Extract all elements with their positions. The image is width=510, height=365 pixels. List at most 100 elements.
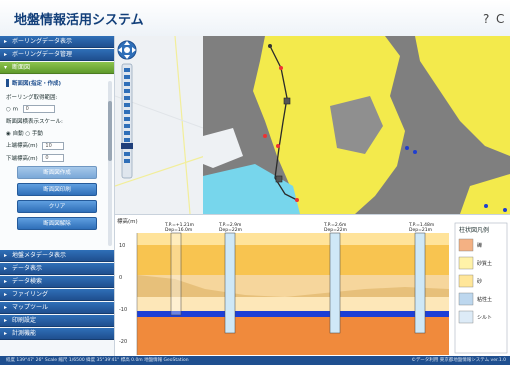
zoom-handle — [121, 143, 133, 149]
cross-section-canvas: 標高(m) 10 0 -10 -20 T.P.=+1.21m Dep=16.0m — [117, 217, 508, 355]
print-section-button[interactable]: 断面図印刷 — [17, 183, 97, 196]
boring-point[interactable] — [413, 150, 417, 154]
section-vertex[interactable] — [275, 175, 283, 183]
scrollbar-thumb[interactable] — [108, 101, 112, 161]
boring-range-input[interactable]: 0 — [22, 105, 55, 113]
cross-section-view: 標高(m) 10 0 -10 -20 T.P.=+1.21m Dep=16.0m — [115, 214, 510, 356]
refresh-icon[interactable]: C — [496, 12, 505, 26]
sidebar-item-boring-manage[interactable]: ▸ ボーリングデータ管理 — [0, 49, 114, 61]
boring-point[interactable] — [503, 208, 507, 212]
legend-title: 柱状図凡例 — [459, 226, 489, 234]
panel-section-title: 断面図(指定・作成) — [6, 79, 108, 87]
geology-blank-patch — [203, 128, 243, 168]
boring-range-unit: m — [12, 106, 18, 113]
release-section-button[interactable]: 断面図解除 — [17, 217, 97, 230]
chevron-right-icon: ▸ — [4, 265, 8, 272]
sidebar-item-filing[interactable]: ▸ファイリング — [0, 289, 114, 301]
lower-elevation-row: 下端標高(m) 0 — [6, 154, 108, 162]
map-canvas[interactable] — [115, 36, 510, 214]
sidebar-item-label: 地盤メタデータ表示 — [12, 252, 67, 259]
radio-selected-icon[interactable]: ◉ — [6, 131, 11, 137]
borehole-depth: Dep=22m — [324, 227, 347, 233]
geology-sand-layer-south — [460, 174, 510, 214]
status-right: ©データ利用 東京都地盤情報システム ver.1.0 — [411, 358, 506, 363]
geology-sand-layer — [253, 36, 405, 214]
section-vertex[interactable] — [283, 97, 291, 105]
legend-swatch — [458, 310, 474, 324]
boring-range-row: ○ m 0 — [6, 105, 108, 113]
sidebar-item-label: 印刷設定 — [12, 317, 37, 324]
help-icon[interactable]: ? — [483, 12, 490, 26]
legend-label: 砂 — [477, 278, 482, 285]
pan-control[interactable] — [117, 40, 137, 60]
stratum-clay — [137, 275, 449, 297]
scale-row: ◉ 自動 ○ 手動 — [6, 129, 108, 137]
map-view[interactable] — [115, 36, 510, 214]
borehole-column[interactable]: T.P.=2.6m Dep=22m — [323, 222, 347, 334]
legend: 柱状図凡例 礫 砂質土 砂 粘性土 シルト — [454, 222, 508, 354]
road — [174, 36, 191, 214]
chevron-right-icon: ▸ — [4, 330, 8, 337]
sidebar-item-measure[interactable]: ▸ 計測機能 — [0, 328, 114, 340]
chevron-right-icon: ▸ — [4, 317, 8, 324]
stratum-light — [137, 297, 449, 311]
radio-icon[interactable]: ○ — [6, 106, 11, 113]
cross-section-panel: 断面図(指定・作成) ボーリング取得範囲: ○ m 0 断面図横表示スケール: … — [0, 75, 114, 250]
borehole-label: T.P.=+1.21m — [164, 222, 194, 228]
sidebar-item-label: ファイリング — [12, 291, 49, 298]
boring-point[interactable] — [484, 204, 488, 208]
scale-manual-label: 手動 — [31, 131, 43, 137]
zoom-slider[interactable] — [121, 63, 133, 179]
sidebar-item-cross-section[interactable]: ▾断面図 — [0, 62, 114, 74]
y-tick-label: -20 — [119, 339, 127, 345]
sidebar-item-map-tools[interactable]: ▸マップツール — [0, 302, 114, 314]
y-tick-label: 10 — [119, 243, 125, 249]
clear-button[interactable]: クリア — [17, 200, 97, 213]
sidebar-item-boring-display[interactable]: ▸ボーリングデータ表示 — [0, 36, 114, 48]
sidebar-item-label: 計測機能 — [12, 330, 37, 337]
y-axis: 10 0 -10 -20 — [119, 233, 138, 355]
legend-swatch — [458, 256, 474, 270]
y-axis-label: 標高(m) — [117, 217, 138, 225]
boring-point[interactable] — [279, 66, 283, 70]
boring-point[interactable] — [263, 134, 267, 138]
create-section-button[interactable]: 断面図作成 — [17, 166, 97, 179]
upper-elevation-input[interactable]: 10 — [42, 141, 65, 150]
boring-point[interactable] — [268, 44, 272, 48]
stratum-sandy-soil — [137, 245, 449, 275]
upper-elevation-row: 上端標高(m) 10 — [6, 141, 108, 150]
boring-point[interactable] — [295, 198, 299, 202]
header-bar: 地盤情報活用システム ? C — [0, 0, 510, 36]
borehole-depth: Dep=21m — [409, 227, 432, 233]
sidebar-item-label: データ検索 — [12, 278, 43, 285]
lower-elevation-label: 下端標高(m) — [6, 155, 38, 162]
borehole-column[interactable]: T.P.=+1.21m Dep=16.0m — [164, 222, 194, 316]
legend-swatch — [458, 238, 474, 252]
sidebar-item-label: ボーリングデータ表示 — [12, 38, 73, 45]
sidebar-item-label: ボーリングデータ管理 — [12, 51, 73, 58]
sidebar-item-data-display[interactable]: ▸データ表示 — [0, 263, 114, 275]
sidebar-item-print-settings[interactable]: ▸ 印刷設定 — [0, 315, 114, 327]
section-line — [269, 45, 298, 201]
y-tick-label: -10 — [119, 307, 127, 313]
borehole-label: T.P.=2.9m — [218, 222, 241, 228]
borehole-label: T.P.=1.48m — [408, 222, 434, 228]
y-tick-label: 0 — [119, 275, 122, 281]
chevron-right-icon: ▸ — [4, 51, 8, 58]
panel-scrollbar[interactable] — [108, 81, 112, 246]
sidebar-item-label: マップツール — [12, 304, 49, 311]
borehole-column[interactable]: T.P.=2.9m Dep=22m — [218, 222, 242, 334]
radio-icon[interactable]: ○ — [25, 131, 31, 137]
sidebar-item-data-search[interactable]: ▸データ検索 — [0, 276, 114, 288]
chevron-down-icon: ▾ — [4, 64, 8, 71]
status-bar: 経度 139°47' 26" Scale 縮尺 1/6500 緯度 35°39'… — [0, 356, 510, 365]
borehole-column[interactable]: T.P.=1.48m Dep=21m — [408, 222, 434, 334]
sidebar-item-metadata[interactable]: ▸地盤メタデータ表示 — [0, 250, 114, 262]
boring-point[interactable] — [276, 144, 280, 148]
boring-point[interactable] — [405, 146, 409, 150]
sidebar: ▸ボーリングデータ表示 ▸ボーリングデータ管理 ▾断面図 断面図(指定・作成) … — [0, 36, 115, 356]
stratum-water — [137, 311, 449, 317]
lower-elevation-input[interactable]: 0 — [42, 154, 65, 162]
legend-label: 砂質土 — [477, 260, 492, 267]
app-title: 地盤情報活用システム — [14, 13, 144, 28]
